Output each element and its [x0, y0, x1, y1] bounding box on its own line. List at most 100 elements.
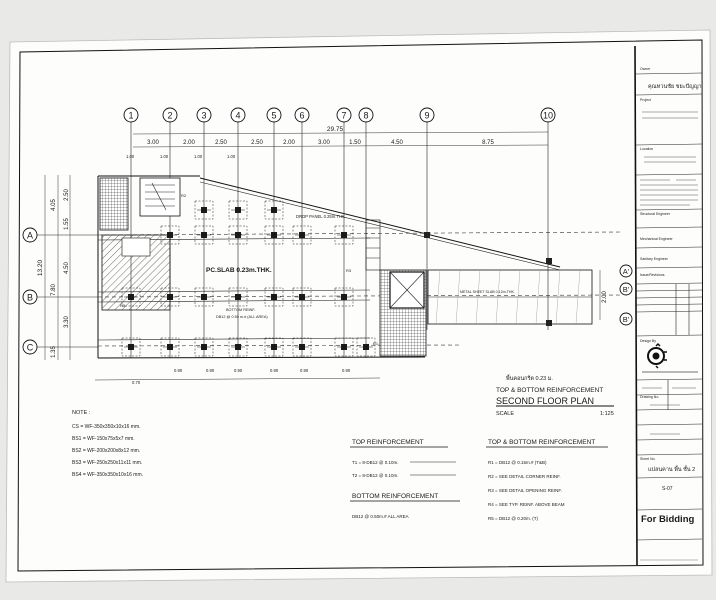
dim-left-inner-3: 4.50	[64, 262, 70, 274]
title-line1: TOP & BOTTOM REINFORCEMENT	[496, 387, 603, 394]
title-block: Owner คุณทวนชัย ชยะปัญญา Project Locatio…	[634, 45, 703, 566]
dim-left-outer-3: 1.35	[51, 346, 57, 358]
metal-sheet-area: METAL SHEET SLAB 0.12m.THK.	[424, 232, 593, 326]
scale-value: 1:125	[600, 411, 614, 417]
note-item-2: BS1 = WF-150x75x5x7 mm.	[72, 436, 135, 442]
tb-structural-label: Structural Engineer	[640, 212, 671, 216]
grid-row-label: B	[27, 293, 33, 303]
plan-title: TOP & BOTTOM REINFORCEMENT SECOND FLOOR …	[496, 387, 614, 417]
dim-bottom-small-4: 0.90	[234, 368, 243, 373]
grid-col-bubble-1: 1	[123, 107, 139, 150]
grid-row-label: A	[27, 231, 33, 241]
drop-panel-label: DROP PANEL 0.25m.THK.	[296, 214, 346, 219]
tag-r1: R3	[120, 303, 126, 308]
tb-reinf-r5: R5 = DB12 @ 0.20m. (T)	[488, 516, 538, 521]
grid-col-label: 2	[167, 111, 172, 121]
dim-span-3: 2.50	[215, 140, 227, 146]
dim-top-small-4: 1.00	[227, 154, 236, 159]
notes-block: NOTE : CS = WF-350x350x10x16 mm. BS1 = W…	[72, 410, 143, 478]
tb-location-lines	[644, 156, 696, 163]
column-drop-panel	[228, 225, 248, 245]
grid-row-label: C	[27, 343, 34, 353]
column-drop-panel	[194, 200, 214, 220]
top-reinf-t1: T1 = 8-DB12 @ 0.10m.	[352, 460, 398, 465]
tag-r2: R2	[181, 193, 187, 198]
grid-row-bubble-B: B	[22, 289, 98, 305]
grid-row-right-bubble: B'	[619, 282, 633, 296]
dimension-lines	[44, 131, 601, 381]
note-item-1: CS = WF-350x350x10x16 mm.	[72, 424, 141, 430]
note-item-3: BS2 = WF-200x200x8x12 mm.	[72, 448, 140, 454]
column-drop-panel	[264, 200, 284, 220]
top-reinf-t2: T2 = 8-DB12 @ 0.10m.	[352, 473, 398, 478]
company-logo	[642, 342, 698, 373]
column-drop-panel	[292, 337, 312, 357]
dim-span-6: 3.00	[318, 140, 330, 146]
dim-bottom-small-1: 0.70	[132, 380, 141, 385]
tag-r4: R1	[373, 341, 379, 346]
grid-col-label: 6	[299, 111, 304, 121]
dim-total-top: 29.75	[327, 126, 344, 133]
tb-engineer-lines	[640, 179, 698, 206]
tb-reinf-r4: R4 = SEE TYP. REINF. ABOVE BEAM	[488, 502, 565, 507]
tb-owner-value: คุณทวนชัย ชยะปัญญา	[648, 83, 702, 90]
column-drop-panel	[160, 287, 180, 307]
dim-top-small-3: 1.00	[194, 154, 203, 159]
bottom-reinf-heading: BOTTOM REINFORCEMENT	[352, 493, 438, 500]
dim-left-outer-1: 4.05	[51, 199, 57, 211]
column-drop-panel	[160, 225, 180, 245]
column-drop-panel	[334, 287, 354, 307]
tb-drawing-label: Drawing No.	[640, 395, 659, 399]
grid-col-bubble-8: 8	[358, 107, 374, 150]
scale-label: SCALE	[496, 411, 514, 417]
grid-col-bubble-5: 5	[266, 107, 282, 150]
dim-span-1: 3.00	[147, 140, 159, 146]
column-drop-panel	[334, 337, 354, 357]
tb-reinf-heading: TOP & BOTTOM REINFORCEMENT	[488, 439, 595, 446]
column-drop-panel	[356, 337, 376, 357]
tb-owner-label: Owner	[640, 67, 651, 71]
tb-drawing-title: แปลนคาน พื้น ชั้น 2	[648, 465, 695, 473]
column-drop-panel	[264, 287, 284, 307]
column-drop-panel	[194, 225, 214, 245]
column-drop-panel	[194, 337, 214, 357]
grid-col-label: 4	[235, 111, 240, 121]
grid-row-right-bubble: B'	[619, 312, 633, 326]
grid-col-bubble-6: 6	[294, 107, 310, 150]
top-reinf-block: TOP REINFORCEMENT T1 = 8-DB12 @ 0.10m. T…	[350, 439, 456, 478]
column-drop-panel	[292, 287, 312, 307]
grid-row-right-label: B'	[623, 315, 630, 324]
dim-span-4: 2.50	[251, 140, 263, 146]
tb-reinf-r3: R3 = SEE DETAIL OPENING REINF.	[488, 488, 562, 493]
dim-span-7: 1.50	[349, 140, 361, 146]
tb-reinf-r1: R1 = DB12 @ 0.15m.# (T&B)	[488, 460, 547, 465]
dim-left-inner-1: 2.50	[64, 189, 70, 201]
grid-col-label: 5	[271, 111, 276, 121]
dim-bottom-small-6: 0.90	[300, 368, 309, 373]
metal-sheet-label: METAL SHEET SLAB 0.12m.THK.	[460, 290, 515, 294]
tb-reinf-block: TOP & BOTTOM REINFORCEMENT R1 = DB12 @ 0…	[486, 439, 608, 521]
column-drop-panel	[121, 337, 141, 357]
notes-heading: NOTE :	[72, 410, 91, 416]
tag-r3: R3	[346, 268, 352, 273]
tb-sanitary-label: Sanitary Engineer	[640, 257, 669, 261]
top-reinf-heading: TOP REINFORCEMENT	[352, 439, 424, 446]
slab-label: PC.SLAB 0.23m.THK.	[206, 267, 272, 274]
dim-right: 2.00	[602, 291, 608, 303]
tb-project-label: Project	[640, 98, 651, 102]
dimension-text: 29.75 3.00 2.00 2.50 2.50 2.00 3.00 1.50…	[37, 126, 608, 385]
dim-bottom-small-5: 0.90	[270, 368, 279, 373]
dim-bottom-small-3: 0.90	[206, 368, 215, 373]
column-drop-panel	[264, 225, 284, 245]
dim-span-2: 2.00	[183, 140, 195, 146]
plan-labels: PC.SLAB 0.23m.THK. DROP PANEL 0.25m.THK.…	[120, 193, 553, 382]
dim-top-small-2: 1.00	[160, 154, 169, 159]
column-drop-panel	[228, 200, 248, 220]
grid-col-label: 1	[128, 111, 133, 121]
dim-span-5: 2.00	[283, 140, 295, 146]
grid-col-bubble-4: 4	[230, 107, 246, 150]
grid-row-bubble-C: C	[22, 339, 98, 355]
